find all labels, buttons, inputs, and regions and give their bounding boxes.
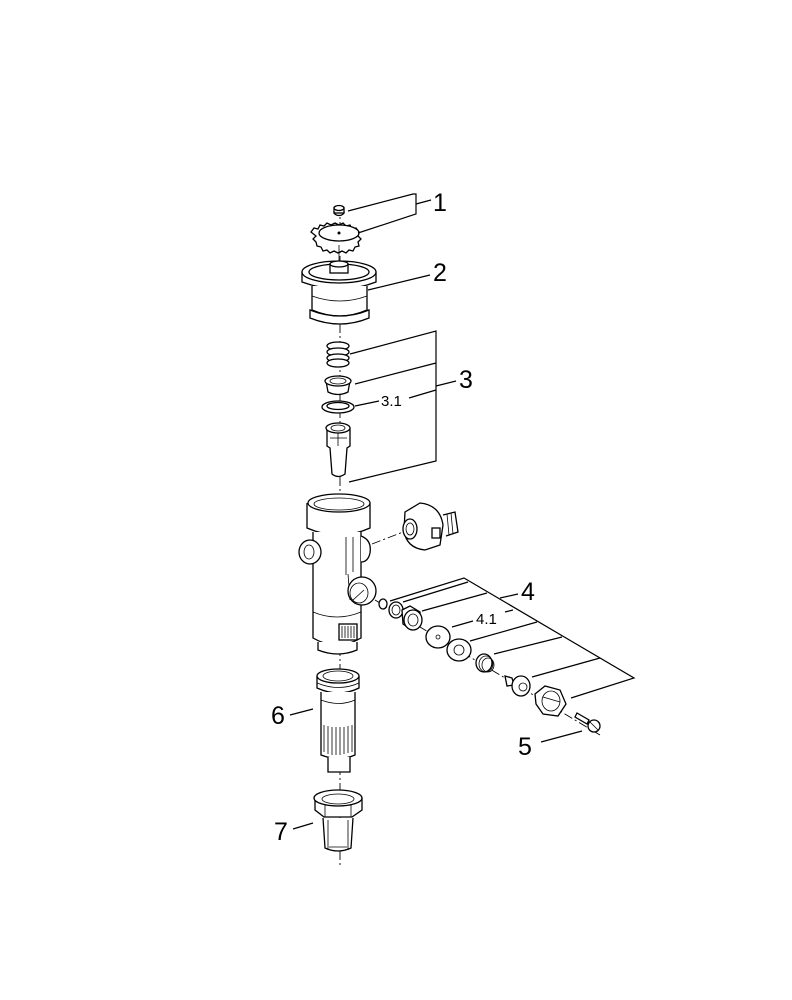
- callout-4-bracket: [389, 577, 636, 699]
- valve-body: [298, 493, 377, 655]
- part-2-cap-housing: [301, 245, 377, 325]
- part-4-components: [378, 598, 567, 717]
- callout-4-tick: [469, 621, 538, 642]
- callout-3-1-bracket-link: [408, 389, 437, 399]
- callout-label-4: 4: [521, 578, 535, 606]
- part-3-cartridge: [325, 422, 351, 478]
- callout-label-3-1: 3.1: [381, 393, 402, 410]
- callout-4-1-leader: [451, 620, 474, 628]
- callout-4-1-bracket-link: [504, 609, 514, 613]
- callout-1-leader: [415, 199, 432, 205]
- part-7-union-connector: [313, 789, 363, 852]
- callout-4-tick: [493, 636, 563, 655]
- inlet-fitting: [402, 502, 459, 551]
- callout-7-leader: [292, 822, 314, 830]
- callout-3-leader: [435, 380, 457, 387]
- callout-3-1-leader: [354, 400, 380, 407]
- part-5-screw: [574, 712, 601, 733]
- inlet-axis: [371, 531, 404, 545]
- callout-label-4-1: 4.1: [476, 611, 497, 628]
- callout-4-tick: [531, 657, 601, 678]
- callout-label-3: 3: [459, 366, 473, 394]
- callout-1-bracket: [347, 193, 417, 234]
- part-1-nut-washer: [310, 204, 362, 254]
- part-3-valve-seat: [324, 375, 352, 396]
- callout-2-leader: [367, 274, 431, 291]
- callout-label-7: 7: [274, 818, 288, 846]
- callout-3-bracket: [348, 330, 437, 483]
- callout-4-tick: [421, 592, 488, 612]
- callout-5-leader: [540, 730, 583, 743]
- callout-4-leader: [499, 593, 519, 599]
- callout-6-leader: [289, 708, 314, 716]
- callout-3-sub-leader: [354, 362, 437, 385]
- callout-label-1: 1: [433, 189, 447, 217]
- callout-4-tick: [402, 581, 469, 603]
- callout-label-6: 6: [271, 702, 285, 730]
- part-6-outlet-tube: [316, 668, 360, 773]
- part-3-spring: [326, 341, 350, 368]
- callout-label-2: 2: [433, 259, 447, 287]
- part-3-1-o-ring: [321, 400, 355, 414]
- callout-label-5: 5: [518, 733, 532, 761]
